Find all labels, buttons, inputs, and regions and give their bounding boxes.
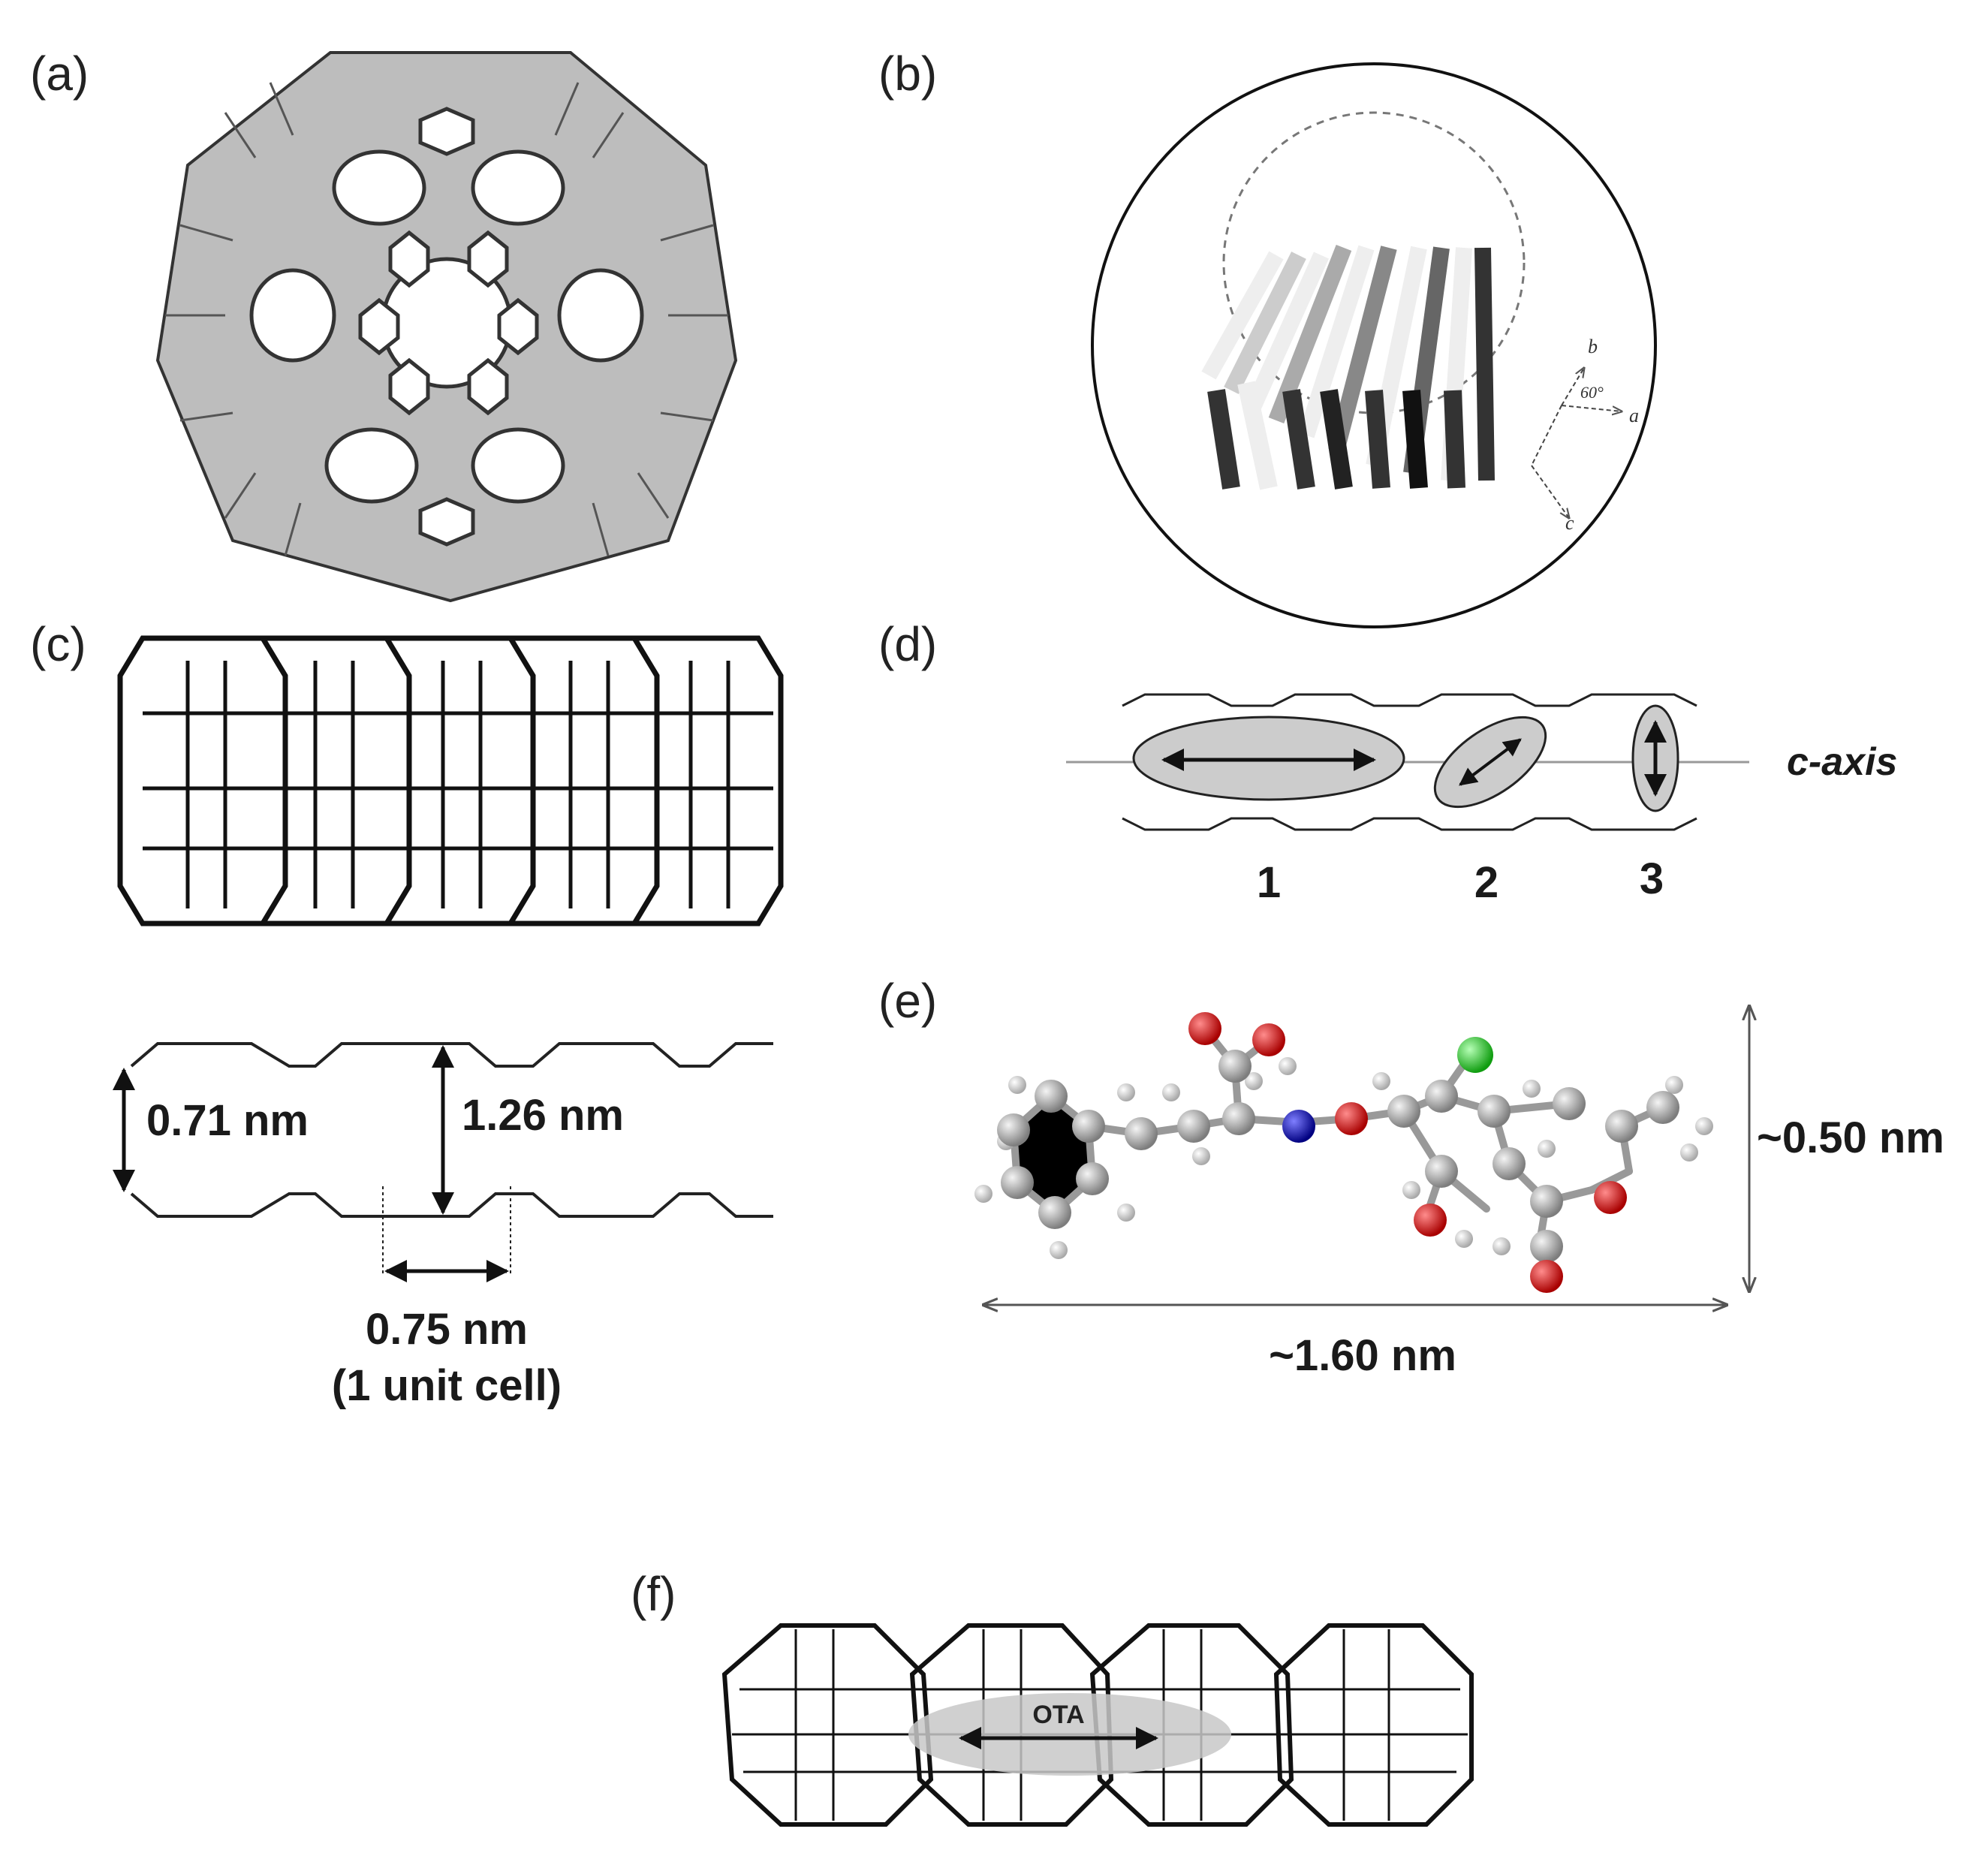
framework-top-view: [155, 51, 738, 603]
bonds: [1009, 1025, 1667, 1250]
c-axis-label: c-axis: [1787, 740, 1897, 784]
axis-b-label: b: [1588, 336, 1598, 357]
panel-d: (d) c-axis 1 2 3: [878, 617, 1897, 907]
panel-f-label: (f): [631, 1567, 676, 1621]
dim-label-height: ~0.50 nm: [1757, 1113, 1944, 1162]
channel-bundle: [1201, 244, 1495, 490]
nitrogen-atom: [1282, 1110, 1315, 1143]
channel-profile: [130, 1042, 773, 1276]
channel-outline: [1122, 693, 1697, 831]
panel-b: (b) b a c: [878, 47, 1657, 628]
panel-f: (f) OTA: [631, 1567, 1474, 1827]
oxygen-atoms: [1188, 1012, 1627, 1293]
dim-label-period: 0.75 nm: [366, 1305, 528, 1354]
guest-orientation-2: [1433, 716, 1547, 809]
panel-d-label: (d): [878, 617, 937, 671]
axis-angle-label: 60°: [1580, 383, 1604, 402]
dim-label-small: 0.71 nm: [146, 1096, 309, 1145]
orientation-label-3: 3: [1640, 854, 1664, 903]
guest-orientation-3: [1631, 704, 1679, 812]
orientation-label-1: 1: [1257, 858, 1281, 907]
dim-label-large: 1.26 nm: [462, 1091, 624, 1140]
magnified-circle: [1091, 62, 1657, 628]
hydrogen-atoms: [974, 1057, 1713, 1259]
panel-a-label: (a): [30, 47, 89, 101]
panel-e-label: (e): [878, 974, 937, 1028]
dim-label-length: ~1.60 nm: [1269, 1331, 1456, 1380]
chlorine-atom: [1457, 1037, 1493, 1073]
axis-a-label: a: [1629, 405, 1639, 426]
panel-a: (a): [30, 47, 738, 603]
panel-c: (c) 0.71 nm 1.26 nm 0.75 nm (1 unit cell…: [30, 617, 784, 1410]
dim-label-period-note: (1 unit cell): [332, 1361, 562, 1410]
panel-b-label: (b): [878, 47, 937, 101]
panel-e: (e): [878, 974, 1944, 1380]
carbon-atoms: [997, 1050, 1679, 1263]
orientation-label-2: 2: [1474, 858, 1499, 907]
axis-indicator: b a c 60°: [1531, 336, 1639, 534]
guest-orientation-1: [1132, 716, 1405, 801]
panel-c-label: (c): [30, 617, 86, 671]
guest-label: OTA: [1032, 1701, 1084, 1729]
channel-cages-side: [117, 635, 784, 926]
axis-c-label: c: [1565, 512, 1574, 534]
